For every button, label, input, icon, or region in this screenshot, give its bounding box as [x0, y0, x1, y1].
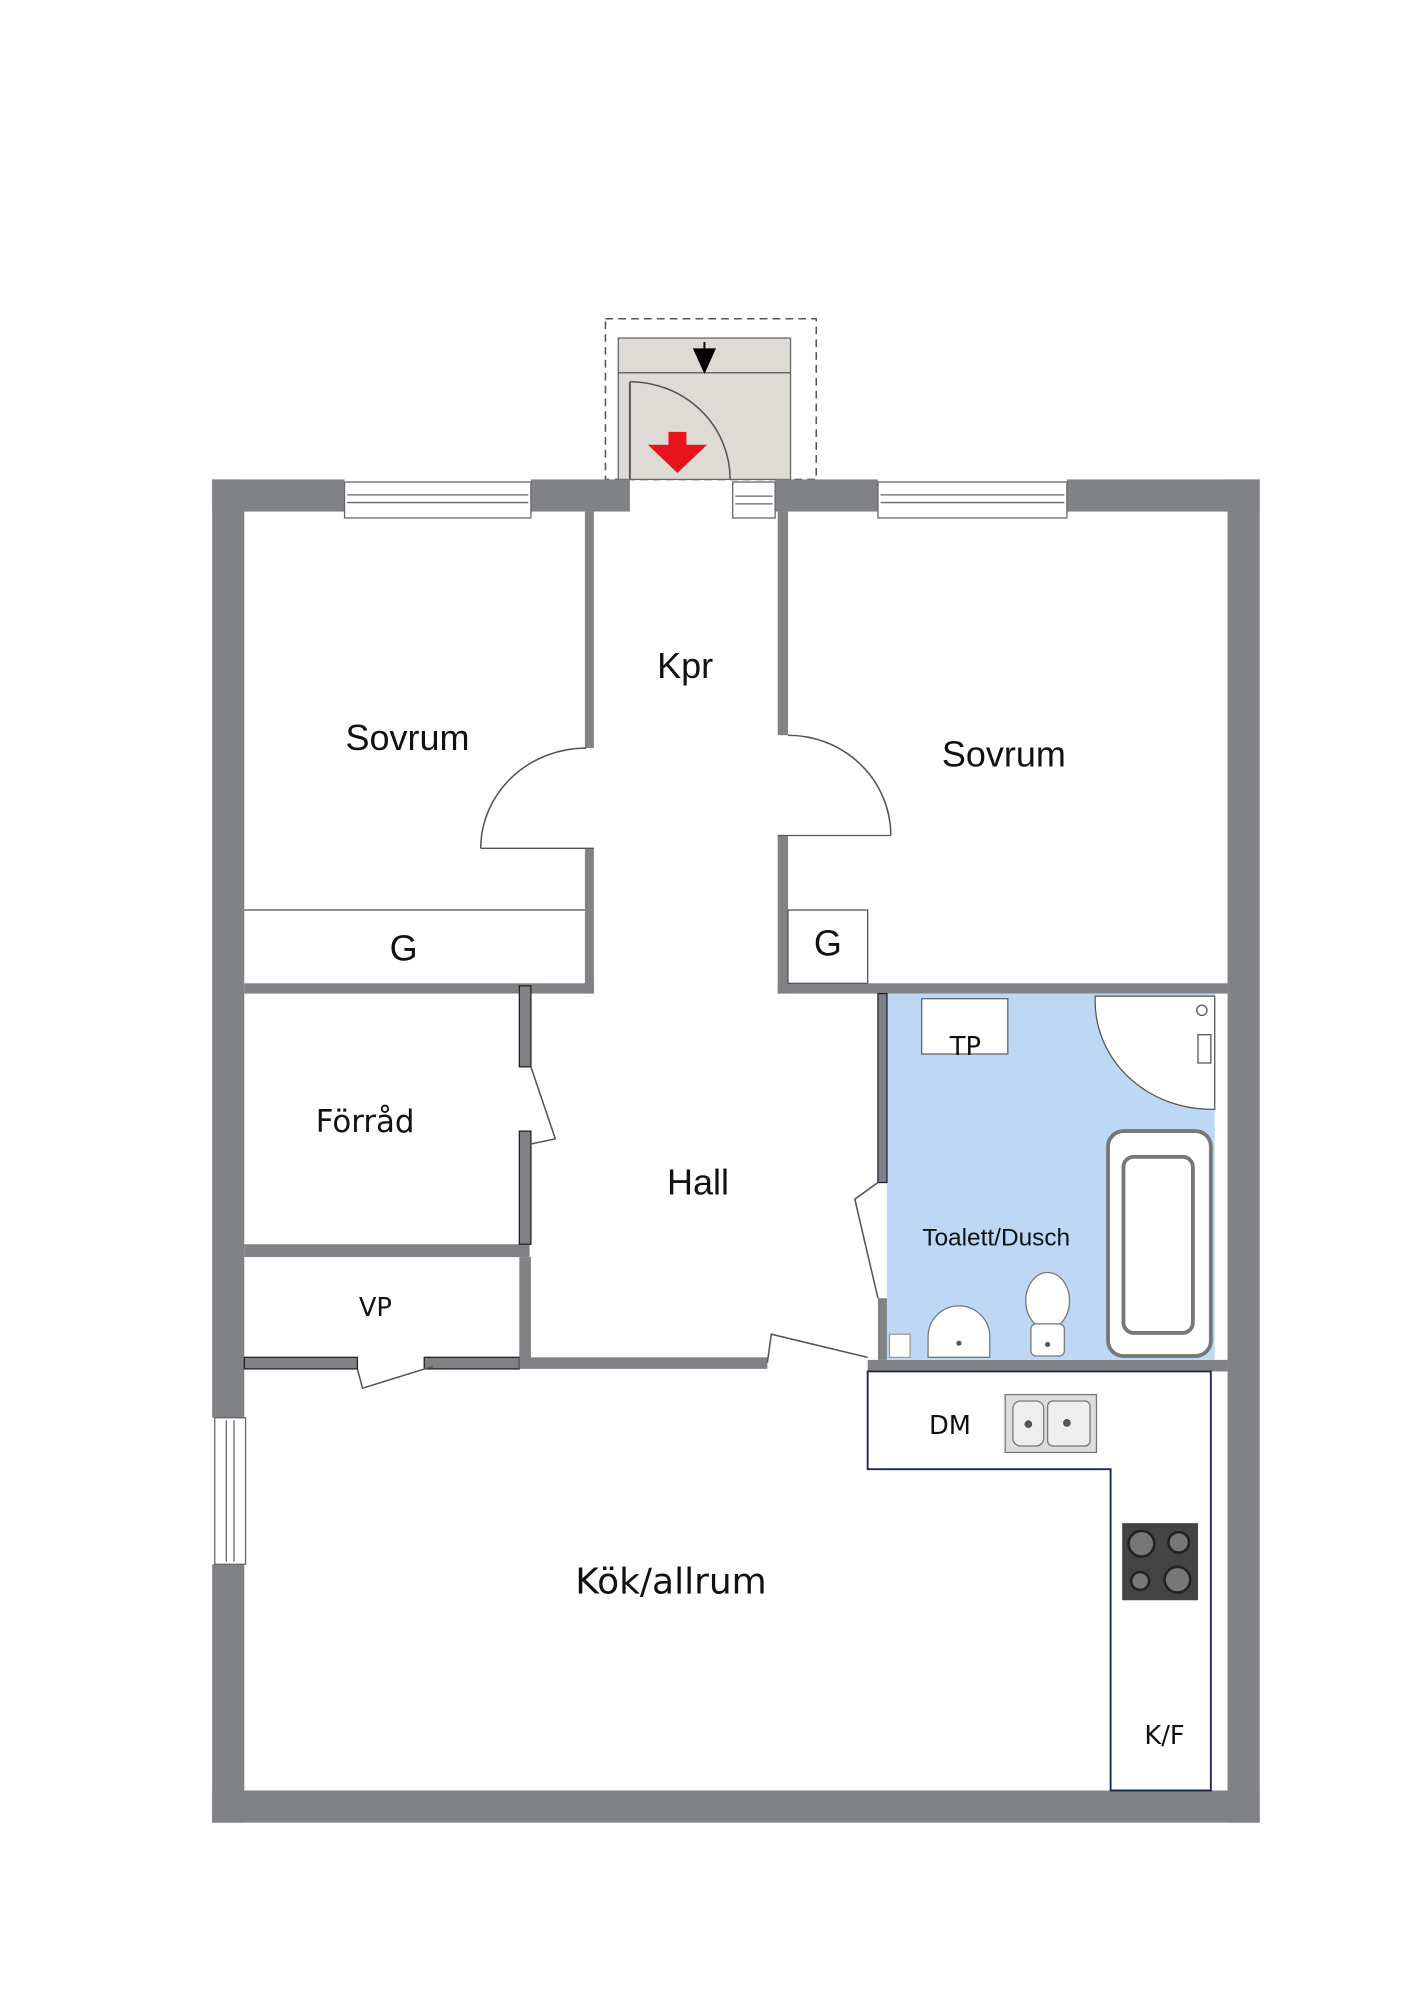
interior-walls [243, 511, 1228, 1372]
kitchen-counter [866, 1370, 1212, 1792]
label-hall: Hall [667, 1162, 729, 1203]
door-utility[interactable] [356, 1365, 434, 1390]
entrance-porch [604, 317, 818, 481]
kitchen-sink-icon [1004, 1393, 1098, 1454]
label-utility: VP [359, 1293, 392, 1323]
arrow-down-icon [692, 341, 716, 375]
label-corridor: Kpr [657, 645, 713, 686]
label-closet-left: G [390, 928, 418, 969]
label-laundry: TP [949, 1032, 981, 1062]
shower-icon [1094, 995, 1216, 1110]
door-kitchen[interactable] [766, 1333, 868, 1363]
door-bedroom-right[interactable] [777, 734, 892, 837]
door-bedroom-left[interactable] [480, 747, 594, 849]
label-closet-right: G [814, 923, 842, 964]
entrance-arrow-icon [647, 431, 707, 474]
door-bathroom[interactable] [853, 1181, 879, 1299]
label-bathroom: Toalett/Dusch [922, 1225, 1070, 1252]
closet-right [787, 909, 869, 984]
door-storage[interactable] [530, 1066, 557, 1145]
window-bedroom-left [343, 481, 532, 519]
window-kitchen [214, 1417, 247, 1565]
label-fridge: K/F [1144, 1721, 1184, 1751]
label-bedroom-left: Sovrum [346, 717, 470, 758]
label-storage: Förråd [316, 1104, 415, 1140]
sink-icon [927, 1305, 991, 1358]
label-dishwasher: DM [929, 1411, 971, 1441]
bathroom-drain [888, 1333, 911, 1358]
outer-walls [212, 479, 1260, 1823]
label-bedroom-right: Sovrum [942, 734, 1066, 775]
entrance-door[interactable] [628, 380, 731, 480]
window-corridor [732, 481, 776, 519]
bathtub-icon [1106, 1129, 1213, 1358]
stove-icon [1122, 1523, 1199, 1601]
window-bedroom-right [877, 481, 1068, 519]
toilet-icon [1025, 1271, 1071, 1357]
label-kitchen: Kök/allrum [575, 1562, 766, 1603]
laundry-machine [921, 998, 1009, 1055]
